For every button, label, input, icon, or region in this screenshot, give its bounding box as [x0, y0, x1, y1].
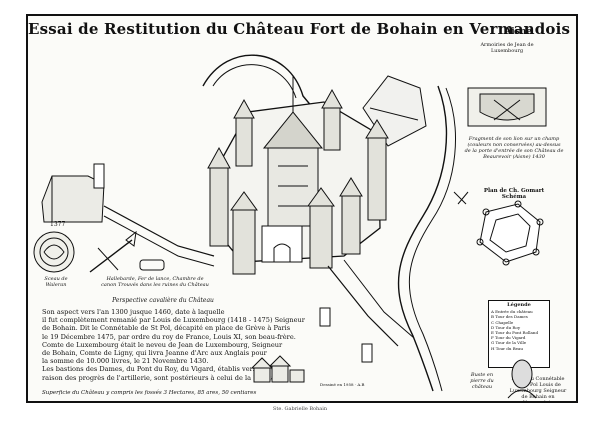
- legend-item: G Tour de la Ville: [491, 340, 527, 346]
- castle-towers: [207, 88, 389, 275]
- history-line: Son aspect vers l'an 1300 jusque 1460, d…: [42, 308, 225, 316]
- bridge-wall: [327, 265, 399, 347]
- credits: Dessiné en 1958 · A.B: [320, 382, 365, 387]
- legend-item: F Tour du Vigard: [491, 335, 526, 341]
- history-line: Comte de Luxembourg était le neveu de Je…: [42, 340, 283, 349]
- legend-item: A Entrée du château: [491, 309, 533, 315]
- small-tower: [361, 343, 373, 363]
- weapons-sketch: [89, 230, 165, 273]
- history-line: le 19 Décembre 1475, par ordre du roy de…: [42, 332, 296, 341]
- footer-note: Ste. Gabrielle Bohain: [272, 406, 328, 412]
- castle-plan-schema: [453, 191, 544, 266]
- moat-outline: [212, 64, 297, 99]
- plan-title: Plan de Ch. Gomart Schéma: [483, 188, 545, 200]
- perspective-caption: Perspective cavalière du Château: [112, 297, 214, 304]
- history-line: il fut complètement remanié par Louis de…: [42, 316, 305, 325]
- armes-caption: Armoiries de Jean de Luxembourg: [480, 42, 534, 54]
- left-tower: [93, 163, 105, 189]
- history-line: la somme de 10.000 livres, le 21 Novembr…: [42, 357, 209, 366]
- legend-item: D Tour du Roy: [491, 324, 521, 330]
- legend-title: Légende: [507, 302, 531, 308]
- bust-sketch: [507, 359, 537, 399]
- bust-caption: Buste en pierre du château: [470, 372, 494, 390]
- moat-outline: [202, 54, 329, 127]
- weapons-caption: Hallebarde, Fer de lance, Chambre de can…: [101, 276, 209, 288]
- history-line: de Bohain, Comte de Ligny, qui livra Jea…: [42, 349, 267, 358]
- history-line: de Bohain. Dit le Connétable de St Pol, …: [42, 324, 291, 333]
- castle-drawing: 1377: [33, 54, 547, 399]
- legend-item: B Tour des Dames: [491, 314, 528, 320]
- small-tower: [319, 307, 331, 327]
- area-note: Superficie du Château y compris les foss…: [42, 390, 257, 396]
- region-label: Aisne: [504, 27, 532, 37]
- legend-item: H Tour du Beau: [491, 345, 523, 351]
- history-line: raison des progrès de l'artillerie, sont…: [42, 373, 290, 382]
- seal-caption: Sceau de Waleran: [44, 276, 68, 288]
- town-houses: [250, 355, 305, 383]
- bust-caption-long: Buste du Connétable de St Pol Louis de L…: [509, 376, 567, 403]
- legend-item: C Chapelle: [491, 319, 514, 325]
- fragment-caption: Fragment de son lion sur un champ (coule…: [464, 136, 564, 160]
- history-line: Les bastions des Dames, du Pont du Roy, …: [42, 365, 288, 374]
- moat-wall-right: [408, 87, 456, 392]
- engraving-frame: Essai de Restitution du Château Fort de …: [26, 14, 578, 403]
- page-title: Essai de Restitution du Château Fort de …: [28, 20, 571, 38]
- legend-item: E Tour du Pont Rolland: [491, 330, 539, 336]
- year-label: 1377: [50, 221, 65, 228]
- curtain-wall-left: [103, 205, 215, 257]
- history-text: Son aspect vers l'an 1300 jusque 1460, d…: [42, 308, 372, 382]
- moat-wall-right: [397, 85, 448, 392]
